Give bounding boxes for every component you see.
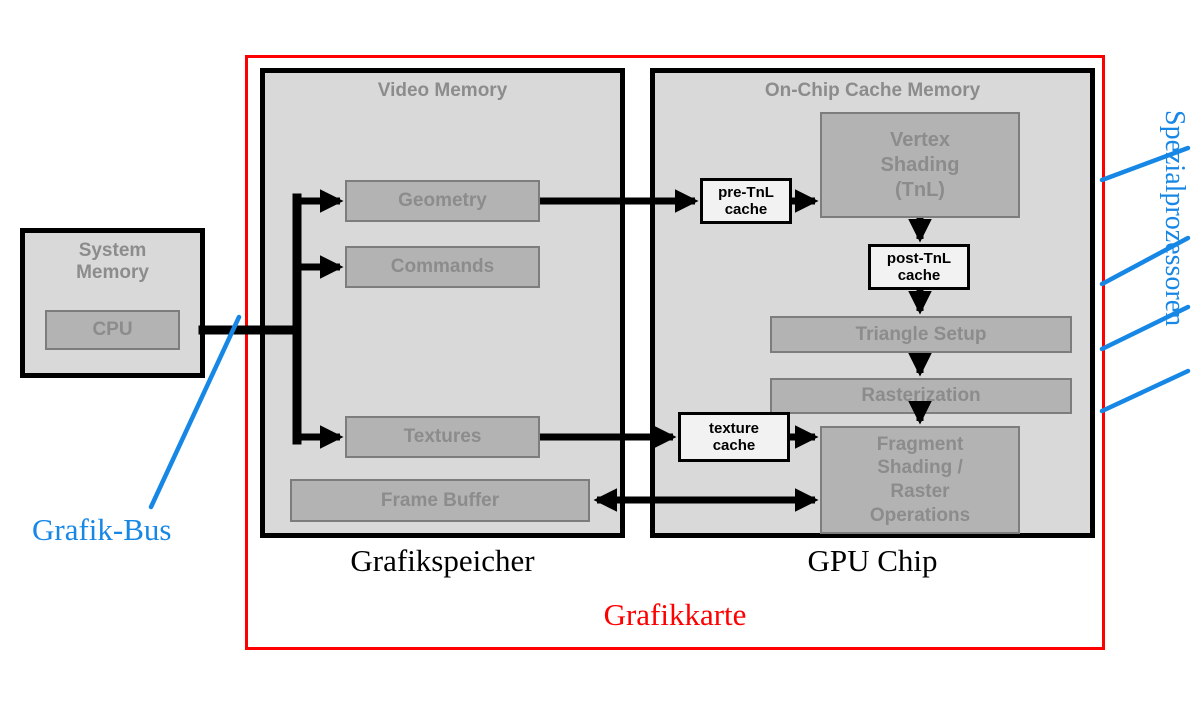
commands-block: Commands (345, 246, 540, 288)
textures-block: Textures (345, 416, 540, 458)
spezialprozessoren-label: Spezialprozessoren (1159, 110, 1190, 327)
vertex-shading-block: Vertex Shading (TnL) (820, 112, 1020, 218)
texture-cache-block: texture cache (678, 412, 790, 462)
rasterization-block: Rasterization (770, 378, 1072, 414)
frame-buffer-block: Frame Buffer (290, 479, 590, 522)
gpu-chip-title: On-Chip Cache Memory (764, 80, 981, 101)
cpu-block: CPU (45, 310, 180, 350)
system-memory-box: System Memory CPU (20, 228, 205, 378)
pre-tnl-cache-block: pre-TnL cache (700, 178, 792, 224)
triangle-setup-block: Triangle Setup (770, 316, 1072, 353)
grafikkarte-frame (245, 55, 1105, 650)
geometry-block: Geometry (345, 180, 540, 222)
video-memory-title: Video Memory (377, 80, 508, 101)
grafikspeicher-caption: Grafikspeicher (350, 543, 535, 578)
grafik-bus-label: Grafik-Bus (32, 512, 172, 547)
fragment-shading-block: Fragment Shading / Raster Operations (820, 426, 1020, 534)
video-memory-box: Video Memory (260, 68, 625, 538)
gpu-chip-caption: GPU Chip (807, 543, 938, 578)
grafikkarte-caption: Grafikkarte (603, 597, 747, 632)
system-memory-title: System Memory (76, 240, 149, 283)
post-tnl-cache-block: post-TnL cache (868, 244, 970, 290)
